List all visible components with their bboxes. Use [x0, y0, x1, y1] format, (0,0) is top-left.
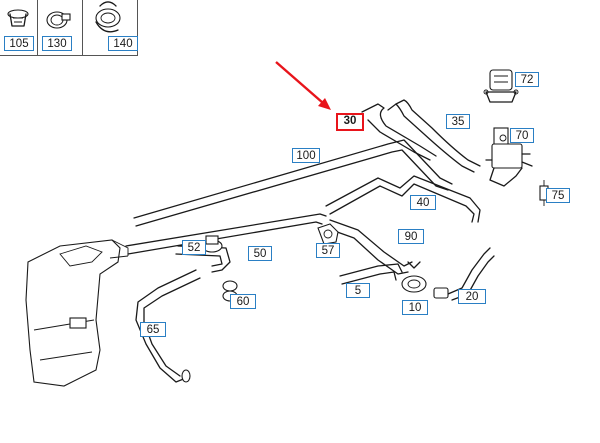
- callout-70[interactable]: 70: [510, 128, 534, 143]
- callout-130[interactable]: 130: [42, 36, 72, 51]
- callout-10[interactable]: 10: [402, 300, 428, 315]
- legend-icon-140: [95, 1, 121, 33]
- legend-icon-130: [46, 11, 71, 29]
- callout-40[interactable]: 40: [410, 195, 436, 210]
- fitting-10: [401, 261, 427, 293]
- callout-105[interactable]: 105: [4, 36, 34, 51]
- valve-70: [485, 127, 533, 187]
- callout-90[interactable]: 90: [398, 229, 424, 244]
- callout-60[interactable]: 60: [230, 294, 256, 309]
- callout-65[interactable]: 65: [140, 322, 166, 337]
- reservoir-tank: [25, 239, 129, 387]
- callout-75[interactable]: 75: [546, 188, 570, 203]
- legend-cell-105: [0, 0, 38, 56]
- callout-50[interactable]: 50: [248, 246, 272, 261]
- highlight-arrow: [275, 61, 331, 110]
- callout-30[interactable]: 30: [336, 113, 364, 131]
- callout-100[interactable]: 100: [292, 148, 320, 163]
- callout-52[interactable]: 52: [182, 240, 206, 255]
- callout-35[interactable]: 35: [446, 114, 470, 129]
- valve-72: [483, 69, 519, 103]
- legend-cell-130: [38, 0, 83, 56]
- callout-140[interactable]: 140: [108, 36, 138, 51]
- callout-20[interactable]: 20: [458, 289, 486, 304]
- callout-5[interactable]: 5: [346, 283, 370, 298]
- callout-57[interactable]: 57: [316, 243, 340, 258]
- legend-icon-105: [7, 9, 29, 27]
- callout-72[interactable]: 72: [515, 72, 539, 87]
- legend-panel: [0, 0, 138, 56]
- clip-57: [317, 223, 339, 245]
